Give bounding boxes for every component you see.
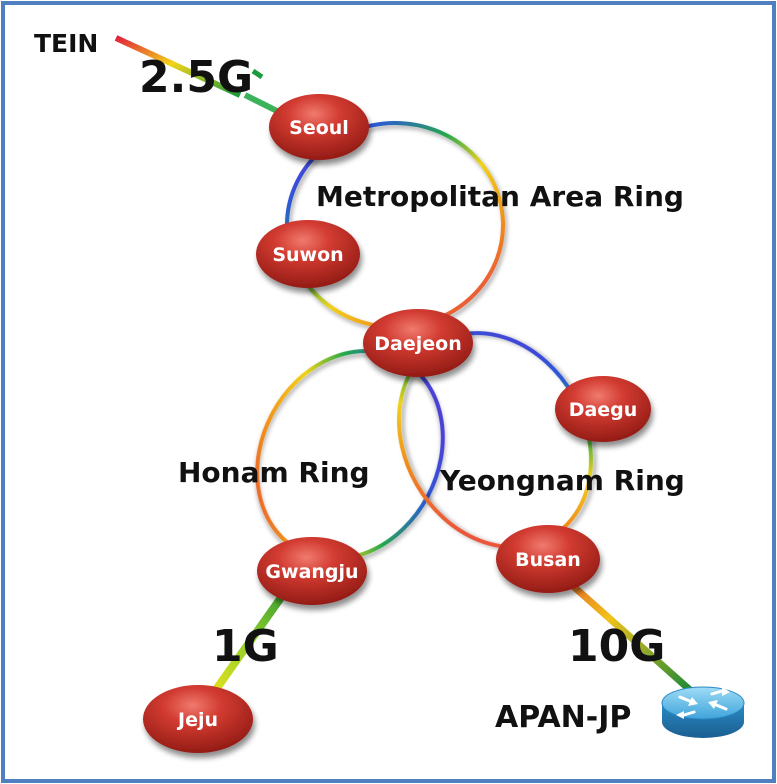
router-icon[interactable] bbox=[661, 686, 745, 738]
apan-bandwidth-label: 10G bbox=[568, 621, 665, 672]
node-busan[interactable]: Busan bbox=[496, 525, 600, 593]
node-daejeon-label: Daejeon bbox=[374, 333, 461, 355]
node-daegu-label: Daegu bbox=[569, 399, 638, 421]
tein-link bbox=[114, 35, 242, 98]
honam-ring-label: Honam Ring bbox=[178, 456, 370, 489]
tein-bandwidth-label: 2.5G bbox=[139, 52, 253, 103]
node-seoul[interactable]: Seoul bbox=[269, 94, 369, 160]
metropolitan-ring-label: Metropolitan Area Ring bbox=[316, 180, 684, 213]
node-jeju-label: Jeju bbox=[176, 709, 218, 731]
node-suwon-label: Suwon bbox=[272, 244, 343, 266]
apan-link bbox=[552, 567, 693, 693]
node-daegu[interactable]: Daegu bbox=[555, 376, 651, 442]
node-jeju[interactable]: Jeju bbox=[143, 685, 253, 753]
node-gwangju[interactable]: Gwangju bbox=[257, 537, 367, 605]
node-daejeon[interactable]: Daejeon bbox=[363, 309, 473, 377]
node-busan-label: Busan bbox=[515, 549, 581, 571]
jeju-bandwidth-label: 1G bbox=[212, 621, 279, 672]
yeongnam-ring-label: Yeongnam Ring bbox=[439, 464, 685, 497]
node-suwon[interactable]: Suwon bbox=[256, 220, 360, 288]
node-gwangju-label: Gwangju bbox=[265, 561, 358, 583]
apan-peer-label: APAN-JP bbox=[495, 700, 631, 735]
node-seoul-label: Seoul bbox=[289, 117, 349, 139]
tein-link-tick bbox=[251, 68, 264, 80]
tein-peer-label: TEIN bbox=[34, 29, 98, 58]
